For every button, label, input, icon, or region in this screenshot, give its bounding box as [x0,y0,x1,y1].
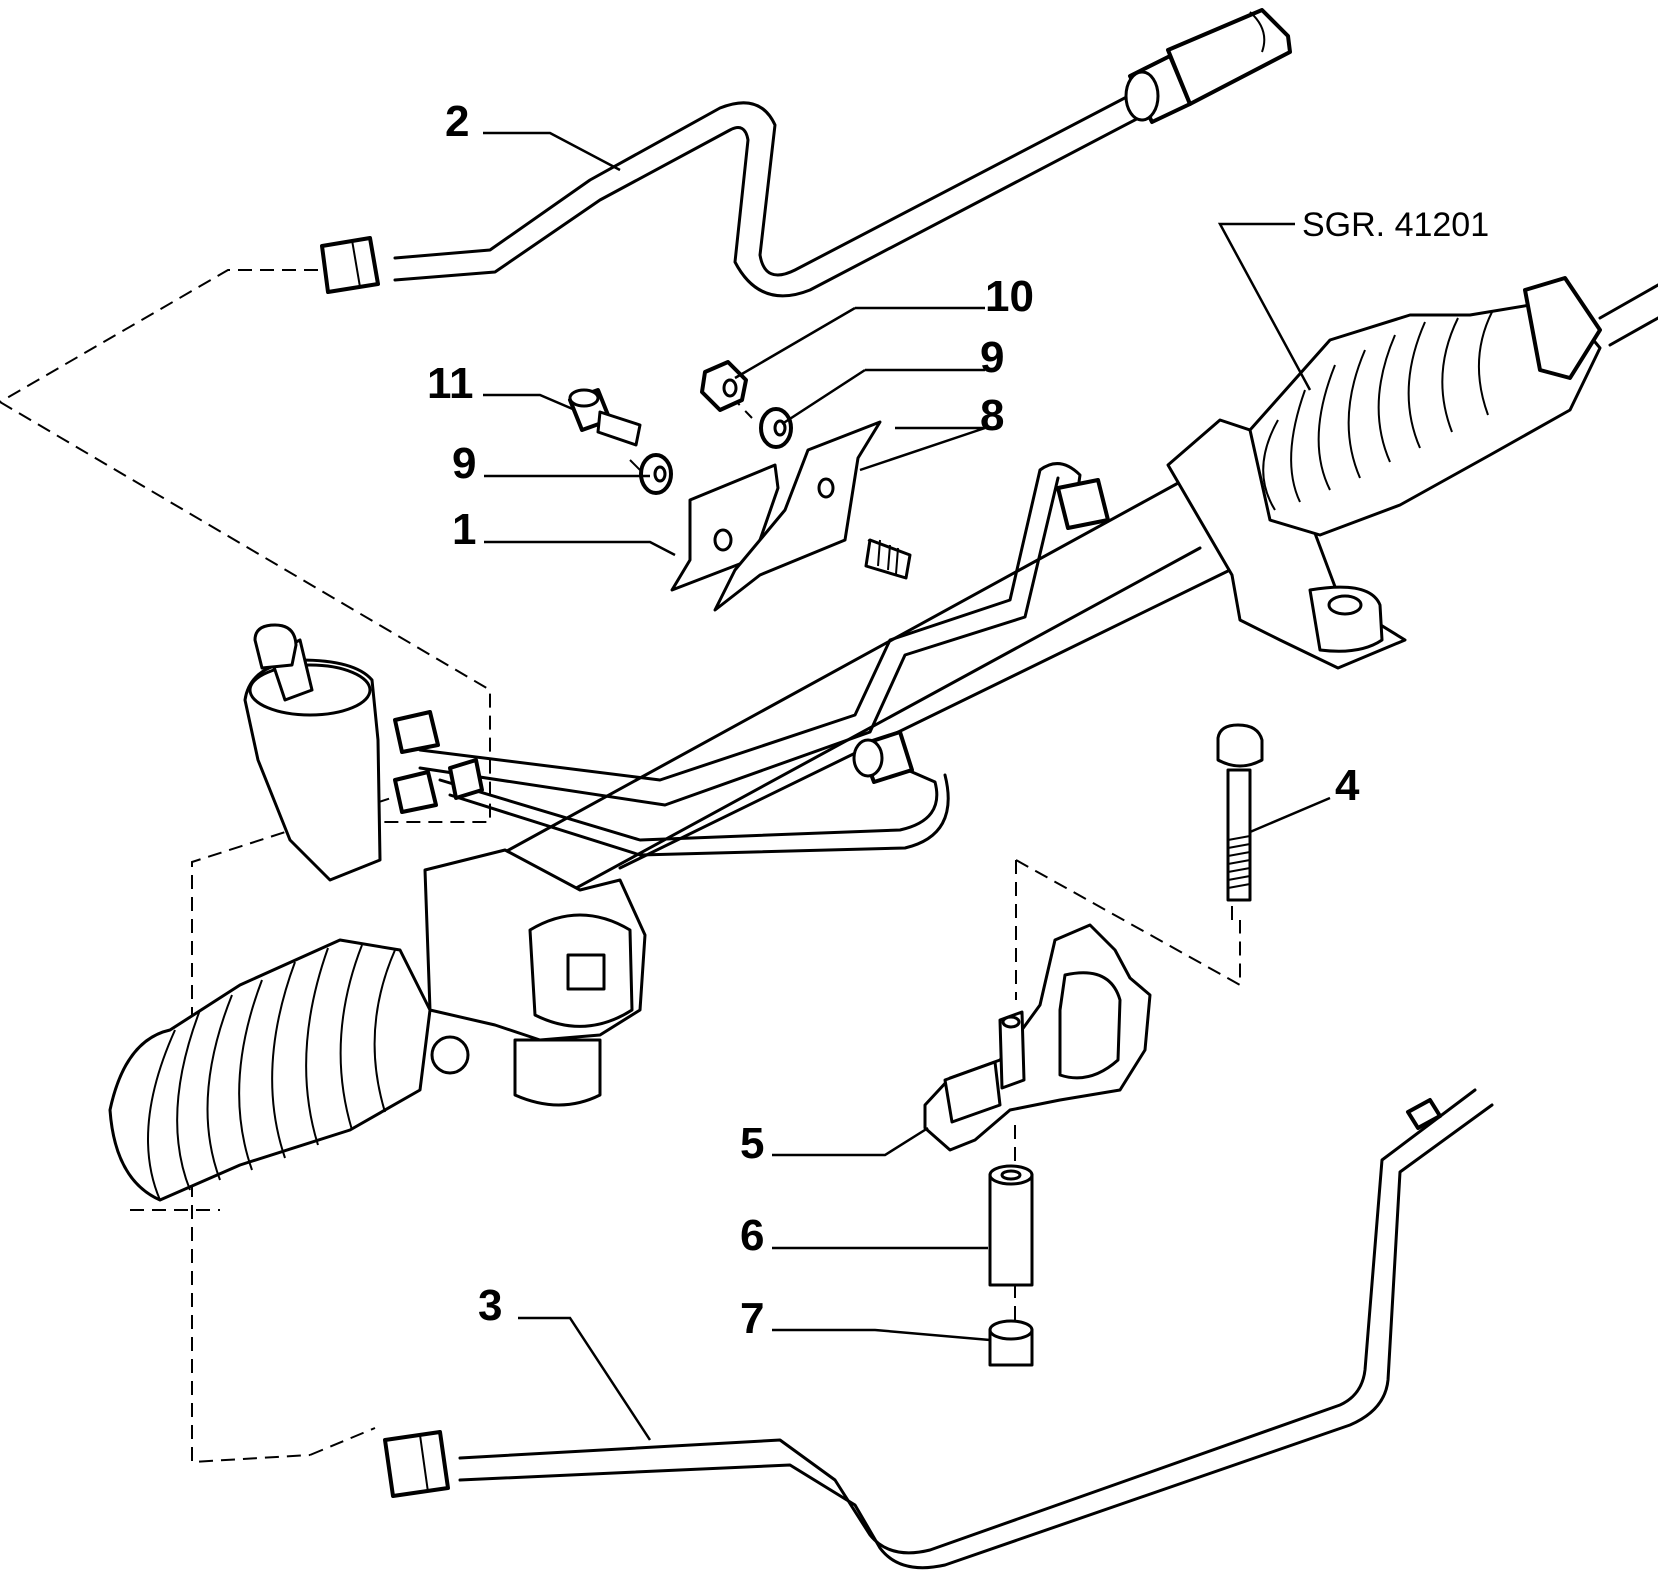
item-6-spacer [988,1164,1034,1287]
leader-lines [483,131,1331,1441]
steering-rack [108,276,1658,1202]
callout-5: 5 [740,1119,764,1168]
callout-6: 6 [740,1211,764,1260]
item-8-bracket [713,420,912,612]
reference-label: SGR. 41201 [1302,206,1489,244]
callout-11: 11 [427,359,474,408]
dashed-guide-lines [0,269,1241,1464]
item-5-clamp [923,923,1152,1152]
callout-7: 7 [740,1294,764,1343]
item-10-nut [700,360,748,412]
callout-1: 1 [452,505,476,554]
item-4-bolt [1216,723,1264,902]
pipe-lower [383,1088,1494,1570]
callout-9-right: 9 [980,333,1004,382]
item-11-bolt [568,388,642,447]
callout-labels: 2 10 9 8 11 9 1 4 5 6 7 3 SGR. 41201 [427,97,1489,1343]
left-bellows [108,938,432,1202]
right-bellows [1248,276,1658,537]
callout-9-left: 9 [452,439,476,488]
callout-2: 2 [445,97,469,146]
item-7-bush [988,1319,1034,1367]
callout-8: 8 [980,391,1004,440]
callout-4: 4 [1335,761,1360,810]
pipe-upper [320,8,1292,298]
callout-3: 3 [478,1281,502,1330]
pinion-housing [243,623,647,1107]
callout-10: 10 [985,272,1034,321]
